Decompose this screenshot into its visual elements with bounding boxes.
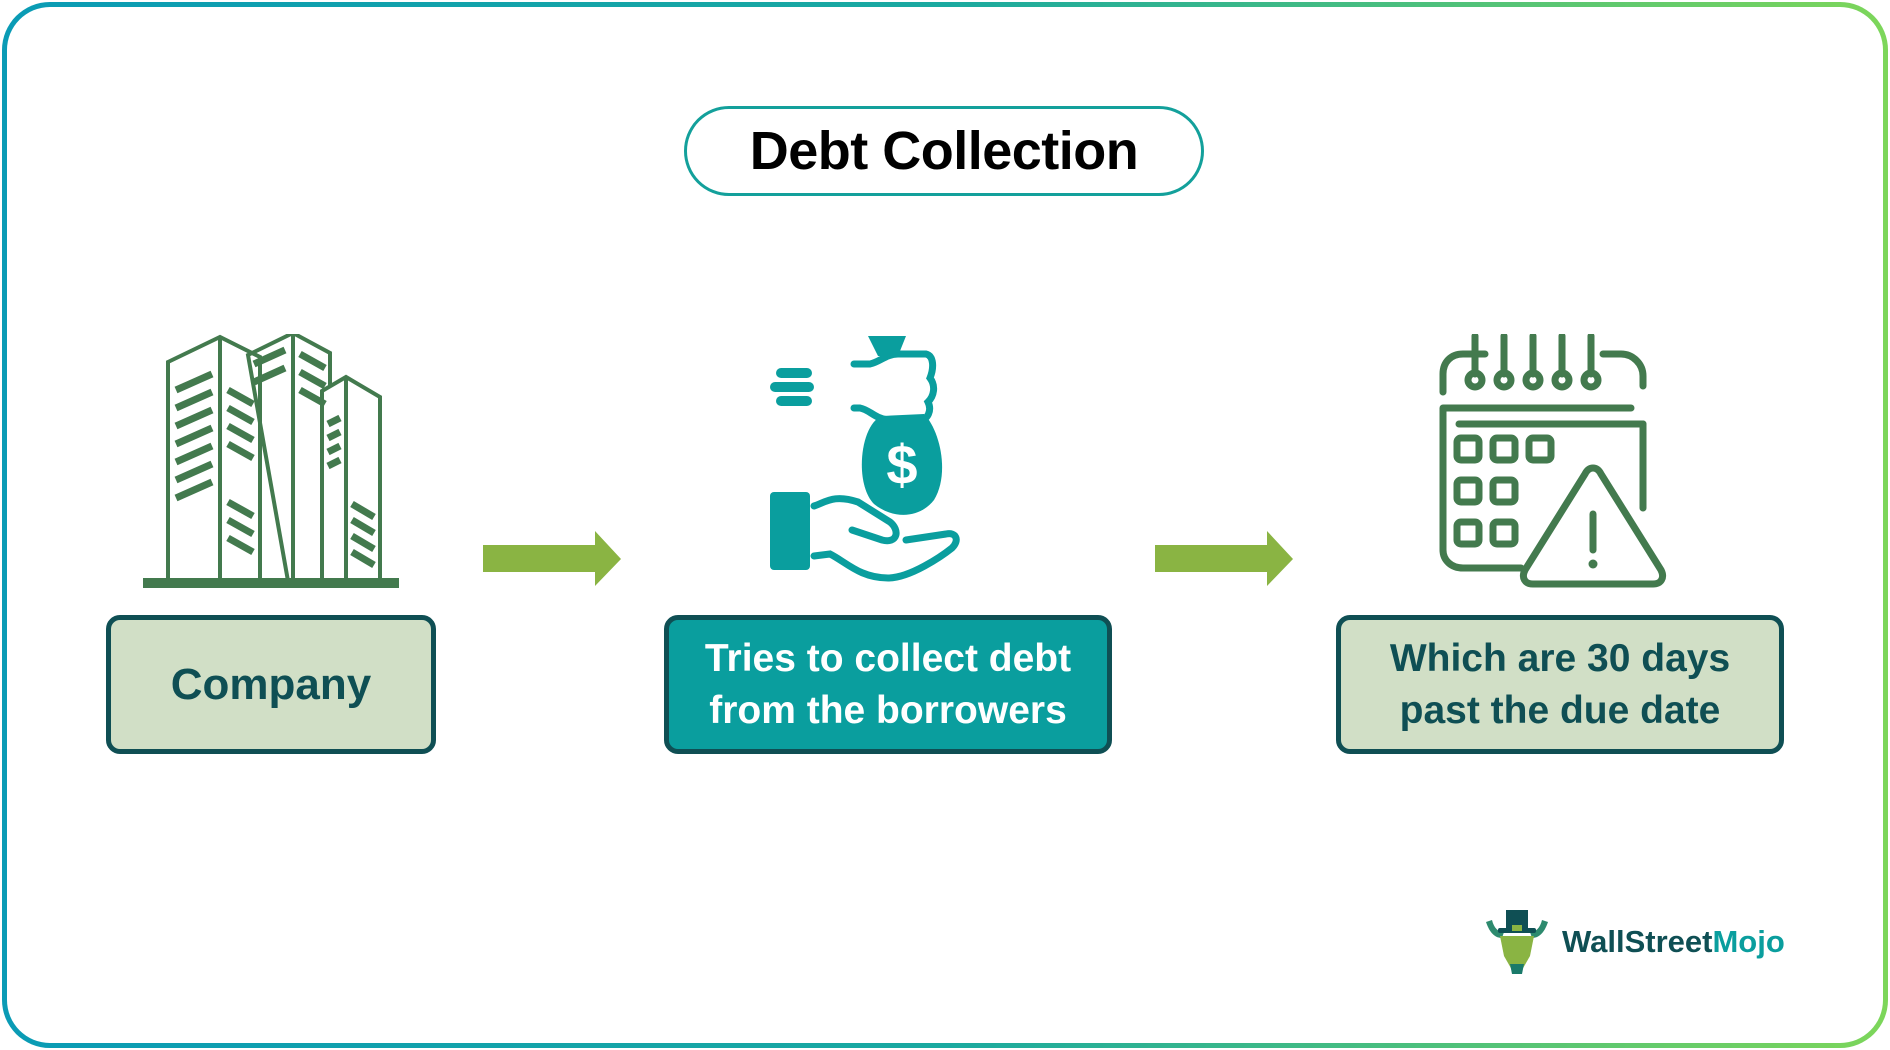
- calendar-warning-icon: [1439, 334, 1667, 588]
- office-buildings-icon: [143, 334, 399, 588]
- diagram-title: Debt Collection: [684, 106, 1204, 196]
- svg-text:$: $: [886, 433, 917, 496]
- logo-wordmark: WallStreetMojo: [1562, 924, 1785, 959]
- step-label-company: Company: [170, 659, 372, 709]
- hand-money-bag-icon: $: [770, 336, 960, 582]
- bull-mascot-icon: [1486, 910, 1548, 974]
- flow-arrow-2: [1155, 531, 1293, 586]
- flow-arrow-1: [483, 531, 621, 586]
- wallstreetmojo-logo: WallStreetMojo: [1482, 908, 1785, 976]
- step-box-company: Company: [106, 615, 436, 754]
